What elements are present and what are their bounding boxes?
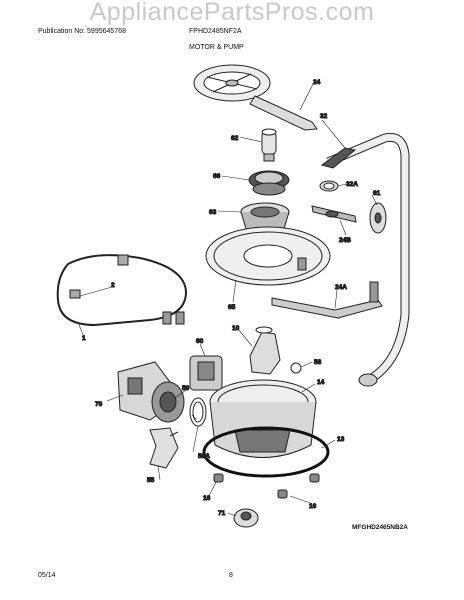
callout-62: 62: [231, 135, 239, 142]
heating-element: [56, 254, 188, 327]
callout-24: 24: [313, 79, 321, 86]
callout-2: 2: [111, 282, 115, 289]
clip-right-lower: [277, 489, 288, 499]
clip-right-upper: [309, 473, 320, 483]
drain-pump: [189, 355, 223, 391]
callout-70: 70: [95, 401, 103, 408]
callout-16-right: 16: [309, 503, 317, 510]
sump-gasket: [202, 426, 330, 478]
callout-71: 71: [218, 510, 226, 517]
motor-bracket: [149, 427, 179, 469]
watermark: AppliancePartsPros.com: [89, 0, 375, 26]
wash-motor: [117, 361, 185, 423]
callout-58: 58: [314, 359, 322, 366]
callout-10: 10: [232, 325, 240, 332]
filter-plate: [205, 226, 331, 286]
mid-spray-arm: [311, 205, 357, 223]
pump-housing: [249, 326, 281, 375]
water-supply-tube: [320, 132, 410, 387]
callout-13: 13: [337, 436, 345, 443]
upper-spray-arm: [193, 64, 318, 131]
lower-spray-arm: [271, 281, 383, 319]
callout-32: 32: [320, 113, 328, 120]
diagram-code: MFGHD2465NB2A: [352, 524, 408, 531]
callout-63: 63: [209, 209, 217, 216]
model-number: FPHD2485NF2A: [189, 28, 242, 35]
callout-24a: 24A: [335, 284, 347, 291]
leader-lines: [77, 83, 378, 517]
callout-1: 1: [82, 335, 86, 342]
callout-24b: 24B: [339, 237, 351, 244]
clip-left: [213, 473, 224, 483]
footer-date: 05/14: [38, 572, 56, 579]
callout-66: 66: [213, 173, 221, 180]
callout-65: 65: [228, 304, 236, 311]
sump: [209, 379, 317, 458]
callout-60: 60: [196, 338, 204, 345]
callout-32a: 32A: [346, 181, 358, 188]
section-title: MOTOR & PUMP: [189, 44, 244, 51]
impeller-grille: [248, 170, 290, 196]
publication-number: Publication No: 5995645768: [38, 28, 126, 35]
callout-14: 14: [317, 379, 325, 386]
callout-59: 59: [182, 385, 190, 392]
callout-55: 55: [147, 477, 155, 484]
callout-59a: 59A: [198, 453, 210, 460]
spray-arm-mount: [261, 128, 277, 162]
callout-16-left: 16: [203, 495, 211, 502]
callout-61: 61: [373, 190, 381, 197]
page-number: 8: [229, 572, 233, 579]
ball: [290, 362, 302, 374]
